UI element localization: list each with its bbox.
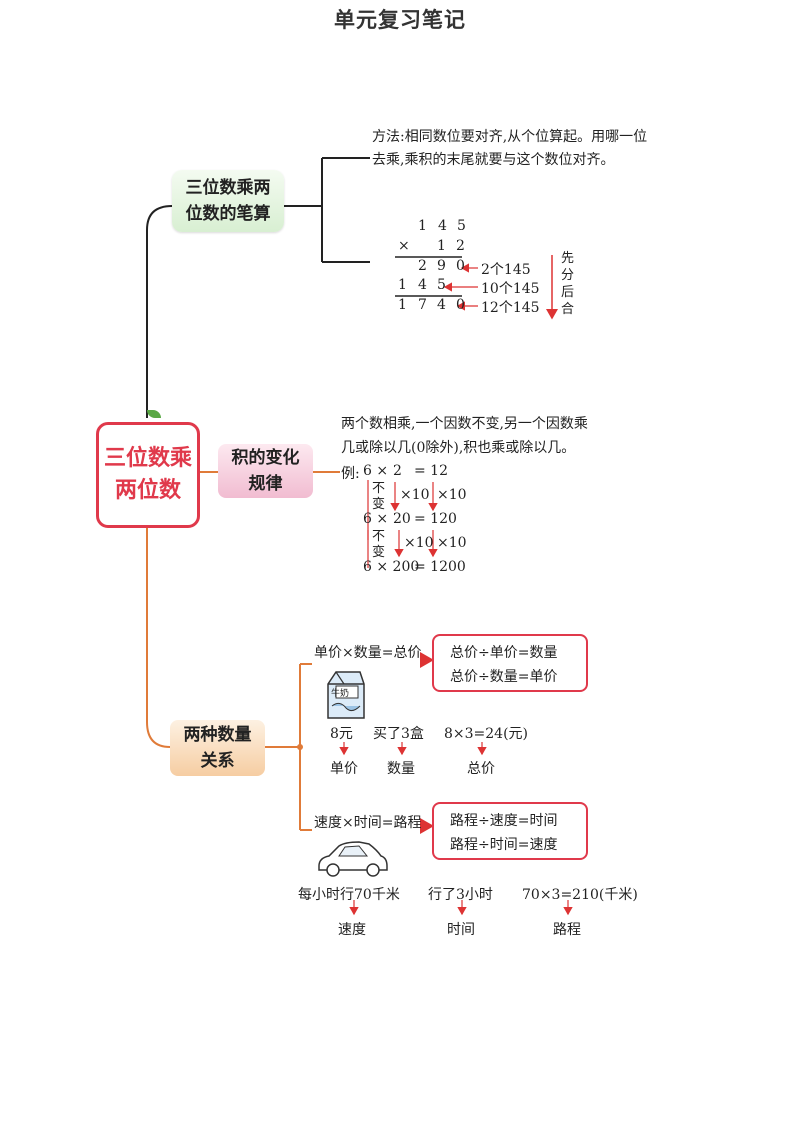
central-topic: 三位数乘两位数: [96, 422, 200, 528]
term-quantity: 数量: [387, 761, 415, 777]
price-example-unit: 8元: [330, 726, 353, 742]
times10-label: ×10: [404, 535, 434, 551]
leaf-decoration: [147, 410, 161, 418]
rule-line1: 两个数相乘,一个因数不变,另一个因数乘: [341, 416, 588, 432]
char: 不: [372, 481, 386, 496]
price-example-qty: 买了3盒: [373, 726, 424, 742]
price-derived-box: 总价÷单价=数量 总价÷数量=单价: [432, 634, 588, 692]
digit: 0: [456, 258, 465, 274]
written-calc-node: 三位数乘两位数的笔算: [172, 170, 284, 232]
digit: 4: [418, 277, 427, 293]
term-unit-price: 单价: [330, 761, 358, 777]
digit: 7: [418, 297, 427, 313]
char: 变: [372, 497, 386, 512]
digit: 2: [456, 238, 465, 254]
eq2-eq: = 120: [414, 511, 457, 527]
milk-carton-icon: [327, 671, 365, 719]
speed-derived-2: 路程÷时间=速度: [450, 837, 558, 853]
carton-label: 牛奶: [331, 689, 350, 699]
center-line2: 两位数: [114, 478, 181, 503]
eq2-b: 20: [393, 511, 411, 527]
digit: 0: [456, 297, 465, 313]
page-title: 单元复习笔记: [334, 8, 466, 32]
car-icon: [318, 841, 388, 877]
eq1-a: 6 ×: [363, 463, 389, 479]
product-node-line1: 积的变化: [231, 448, 300, 468]
order-char: 后: [561, 285, 575, 300]
speed-formula: 速度×时间=路程: [314, 815, 422, 831]
unchanged-note: 不变: [372, 529, 385, 561]
times-sign: ×: [398, 238, 410, 254]
eq2-a: 6 ×: [363, 511, 389, 527]
speed-example-distance: 70×3=210(千米): [522, 887, 638, 903]
term-time: 时间: [447, 922, 475, 938]
digit: 5: [457, 218, 466, 234]
price-example-total: 8×3=24(元): [444, 726, 529, 742]
eq1-b: 2: [393, 463, 402, 479]
speed-derived-1: 路程÷速度=时间: [450, 813, 558, 829]
term-total-price: 总价: [467, 761, 495, 777]
connector-center-quantity: [146, 522, 171, 748]
product-node-line2: 规律: [248, 474, 283, 494]
note-10x145: 10个145: [481, 281, 540, 297]
digit: 2: [418, 258, 427, 274]
quantity-relation-node: 两种数量关系: [170, 720, 265, 776]
method-line1: 方法:相同数位要对齐,从个位算起。用哪一位: [372, 129, 648, 145]
order-char: 先: [561, 251, 575, 266]
note-2x145: 2个145: [481, 262, 531, 278]
times10-label: ×10: [437, 535, 467, 551]
digit: 1: [398, 297, 407, 313]
char: 变: [372, 545, 386, 560]
center-line1: 三位数乘: [103, 446, 192, 471]
rule-line2: 几或除以几(0除外),积也乘或除以几。: [341, 440, 576, 456]
unchanged-note: 不变: [372, 481, 385, 513]
digit: 1: [398, 277, 407, 293]
digit: 5: [437, 277, 446, 293]
example-label: 例:: [341, 466, 360, 482]
method-line2: 去乘,乘积的末尾就要与这个数位对齐。: [372, 152, 615, 168]
speed-example-time: 行了3小时: [428, 887, 493, 903]
eq3-a: 6 × 200: [363, 559, 420, 575]
quantity-node-line1: 两种数量: [183, 725, 252, 745]
speed-example-speed: 每小时行70千米: [298, 887, 400, 903]
price-formula: 单价×数量=总价: [314, 645, 422, 661]
quantity-node-line2: 关系: [200, 751, 235, 771]
order-char: 合: [561, 302, 575, 317]
written-node-line1: 三位数乘两: [185, 178, 271, 198]
digit: 4: [438, 218, 447, 234]
order-note: 先 分 后 合: [561, 250, 574, 318]
eq1-eq: = 12: [414, 463, 448, 479]
connector-quantity-brace: [265, 663, 312, 831]
price-derived-2: 总价÷数量=单价: [450, 669, 558, 685]
char: 不: [372, 529, 386, 544]
order-char: 分: [561, 268, 575, 283]
digit: 1: [418, 218, 427, 234]
connector-center-written: [146, 205, 173, 418]
eq3-eq: = 1200: [414, 559, 466, 575]
digit: 9: [437, 258, 446, 274]
digit: 1: [437, 238, 446, 254]
speed-derived-box: 路程÷速度=时间 路程÷时间=速度: [432, 802, 588, 860]
price-derived-1: 总价÷单价=数量: [450, 645, 558, 661]
term-speed: 速度: [338, 922, 366, 938]
times10-label: ×10: [437, 487, 467, 503]
digit: 4: [437, 297, 446, 313]
product-change-node: 积的变化规律: [218, 444, 313, 498]
times10-label: ×10: [400, 487, 430, 503]
note-12x145: 12个145: [481, 300, 540, 316]
term-distance: 路程: [553, 922, 581, 938]
connector-written-brace: [284, 157, 370, 263]
written-node-line2: 位数的笔算: [185, 204, 271, 224]
